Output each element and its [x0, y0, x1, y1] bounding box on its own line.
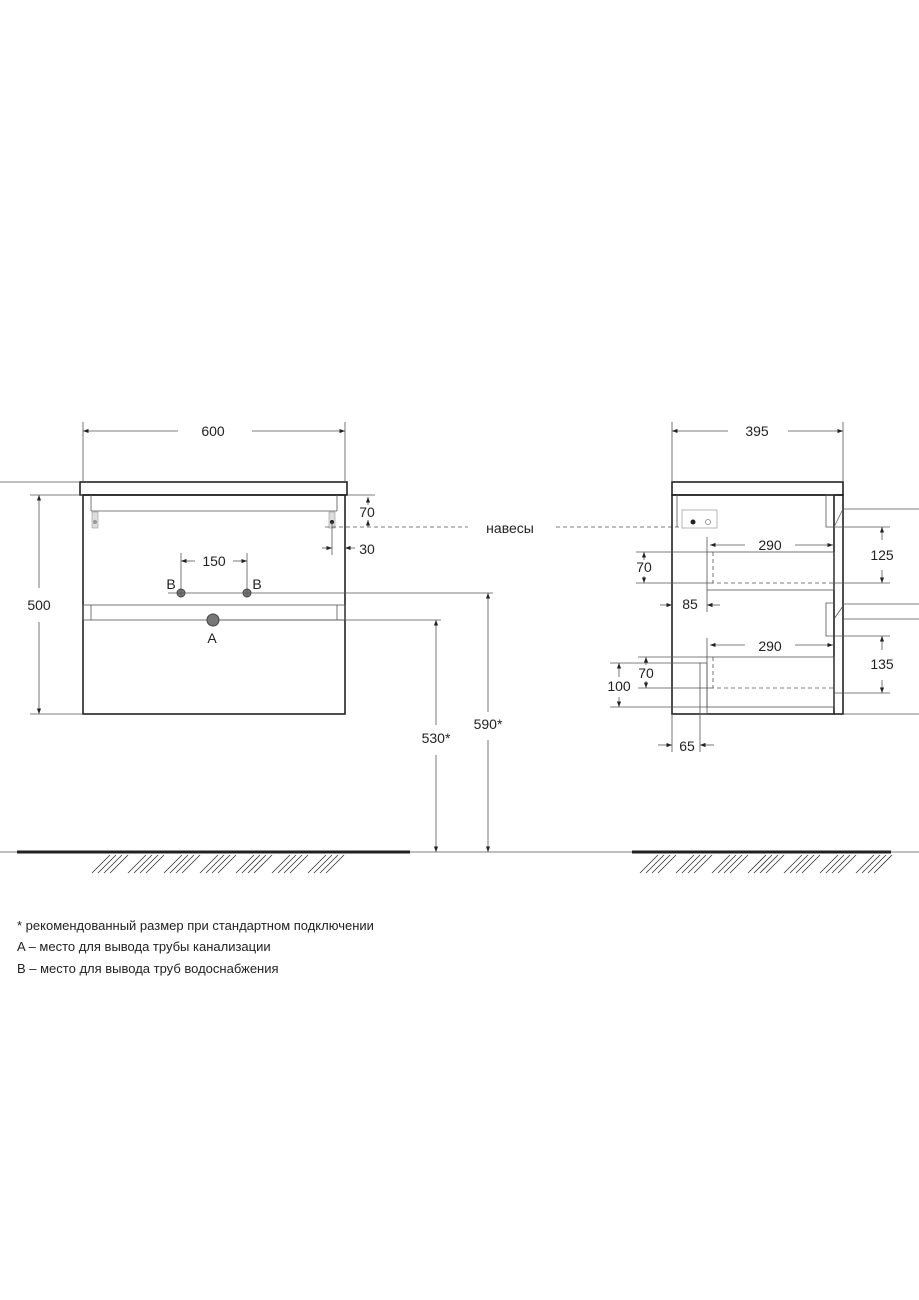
- floor-hatch: [765, 854, 785, 874]
- floor-hatch: [247, 854, 267, 874]
- floor-hatch: [169, 854, 189, 874]
- floor-hatch: [217, 854, 237, 874]
- floor-hatch: [325, 854, 345, 874]
- floor-hatch: [801, 854, 821, 874]
- floor-hatch: [139, 854, 159, 874]
- floor-hatch: [277, 854, 297, 874]
- floor-hatch: [783, 854, 803, 874]
- floor-hatch: [211, 854, 231, 874]
- floor-hatch: [855, 854, 875, 874]
- handle-bottom-gap: 135: [870, 656, 894, 672]
- floor-hatch: [91, 854, 111, 874]
- floor-hatch: [747, 854, 767, 874]
- floor-hatch: [837, 854, 857, 874]
- floor-hatch: [759, 854, 779, 874]
- floor-hatch: [175, 854, 195, 874]
- floor-hatch: [819, 854, 839, 874]
- floor-hatch: [657, 854, 677, 874]
- floor-hatch: [253, 854, 273, 874]
- floor-hatch: [145, 854, 165, 874]
- hinge-offset-horizontal: 30: [359, 541, 375, 557]
- floor-hatch: [687, 854, 707, 874]
- floor-hatch: [789, 854, 809, 874]
- floor-hatch: [717, 854, 737, 874]
- floor-hatch: [235, 854, 255, 874]
- floor-hatch: [109, 854, 129, 874]
- floor-hatch: [271, 854, 291, 874]
- front-view: B B A 600 500 70 30 150 530: [0, 422, 503, 852]
- floor-hatch: [199, 854, 219, 874]
- floor-hatch: [795, 854, 815, 874]
- front-countertop: [79, 481, 348, 496]
- side-view: 395 290 290 70 85 70 100: [607, 422, 919, 754]
- floor-hatch: [319, 854, 339, 874]
- drain-height-dimension: 530*: [422, 730, 451, 746]
- hinge-label: навесы: [486, 520, 534, 536]
- floor-hatch: [753, 854, 773, 874]
- side-countertop: [671, 481, 844, 496]
- foot-offset-dimension: 65: [679, 738, 695, 754]
- floor-hatch: [639, 854, 659, 874]
- floor: [0, 850, 919, 874]
- depth-dimension: 395: [745, 423, 769, 439]
- floor-hatch: [307, 854, 327, 874]
- floor-hatch: [97, 854, 117, 874]
- floor-hatch: [831, 854, 851, 874]
- lower-drawer-depth: 290: [758, 638, 782, 654]
- pipe-spacing-dimension: 150: [202, 553, 226, 569]
- supply-height-dimension: 590*: [474, 716, 503, 732]
- hinge-icon: [91, 511, 336, 529]
- lower-drawer: [706, 656, 835, 708]
- floor-hatch: [681, 854, 701, 874]
- note-a: A – место для вывода трубы канализации: [17, 939, 271, 954]
- foot: [699, 662, 708, 715]
- floor-hatch: [283, 854, 303, 874]
- floor-hatch: [127, 854, 147, 874]
- floor-hatch: [645, 854, 665, 874]
- floor-hatch: [729, 854, 749, 874]
- floor-hatch: [289, 854, 309, 874]
- front-cabinet-body: [82, 494, 346, 715]
- width-dimension: 600: [201, 423, 225, 439]
- floor-hatch: [103, 854, 123, 874]
- pipe-b-left-label: B: [166, 576, 175, 592]
- floor-hatch: [133, 854, 153, 874]
- floor-hatch: [313, 854, 333, 874]
- pipe-b-right-label: B: [252, 576, 261, 592]
- upper-drawer-height: 70: [636, 559, 652, 575]
- upper-drawer-depth: 290: [758, 537, 782, 553]
- floor-hatch: [867, 854, 887, 874]
- floor-hatch: [181, 854, 201, 874]
- floor-hatch: [205, 854, 225, 874]
- floor-hatch: [693, 854, 713, 874]
- pipe-a-label: A: [207, 630, 217, 646]
- floor-hatch: [651, 854, 671, 874]
- side-cabinet-body: [671, 494, 844, 715]
- hinge-icon: [681, 509, 718, 529]
- hinge-offset-vertical: 70: [359, 504, 375, 520]
- floor-hatch: [241, 854, 261, 874]
- note-b: B – место для вывода труб водоснабжения: [17, 961, 279, 976]
- lower-drawer-height: 70: [638, 665, 654, 681]
- floor-hatch: [861, 854, 881, 874]
- floor-hatch: [873, 854, 893, 874]
- pipe-a-icon: [206, 613, 220, 627]
- floor-hatch: [711, 854, 731, 874]
- back-offset-dimension: 85: [682, 596, 698, 612]
- floor-hatch: [163, 854, 183, 874]
- floor-hatch: [825, 854, 845, 874]
- height-dimension: 500: [27, 597, 51, 613]
- note-recommended: * рекомендованный размер при стандартном…: [17, 918, 374, 933]
- foot-height-dimension: 100: [607, 678, 631, 694]
- floor-hatch: [675, 854, 695, 874]
- floor-hatch: [723, 854, 743, 874]
- upper-drawer: [706, 551, 835, 591]
- handle-top-gap: 125: [870, 547, 894, 563]
